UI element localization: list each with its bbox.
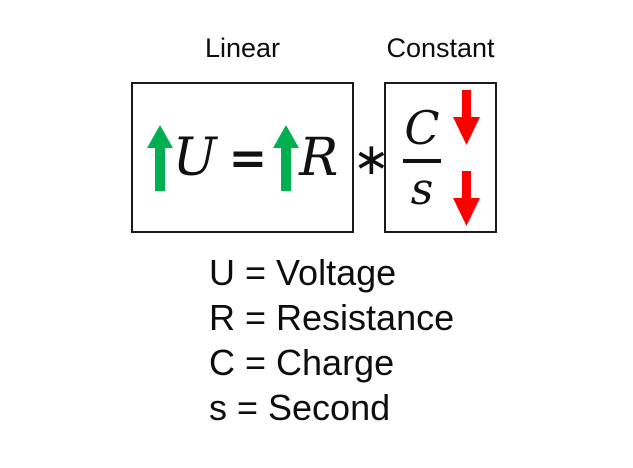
legend-item-voltage: U = Voltage [209, 252, 397, 293]
linear-label: Linear [204, 33, 281, 63]
charge-symbol: C [404, 101, 440, 155]
constant-label: Constant [386, 33, 495, 63]
linear-equation-box: U = R [131, 82, 354, 233]
resistance-symbol: R [299, 127, 339, 188]
down-arrow-column [453, 89, 480, 226]
up-arrow-icon [146, 124, 173, 191]
up-arrow-icon [273, 124, 300, 191]
second-symbol: s [410, 164, 434, 215]
down-arrow-icon [453, 89, 480, 145]
legend-item-resistance: R = Resistance [209, 297, 455, 338]
equals-sign: = [228, 130, 268, 185]
legend-item-charge: C = Charge [209, 342, 395, 383]
legend: U = Voltage R = Resistance C = Charge s … [209, 250, 454, 430]
fraction-group: C s [401, 89, 480, 226]
fraction-bar [403, 159, 441, 163]
constant-fraction-box: C s [384, 82, 497, 233]
multiplication-operator: ∗ [353, 134, 390, 185]
legend-item-second: s = Second [209, 387, 391, 428]
charge-per-second-fraction: C s [401, 103, 443, 212]
voltage-symbol: U [172, 127, 217, 188]
down-arrow-icon [453, 170, 480, 226]
